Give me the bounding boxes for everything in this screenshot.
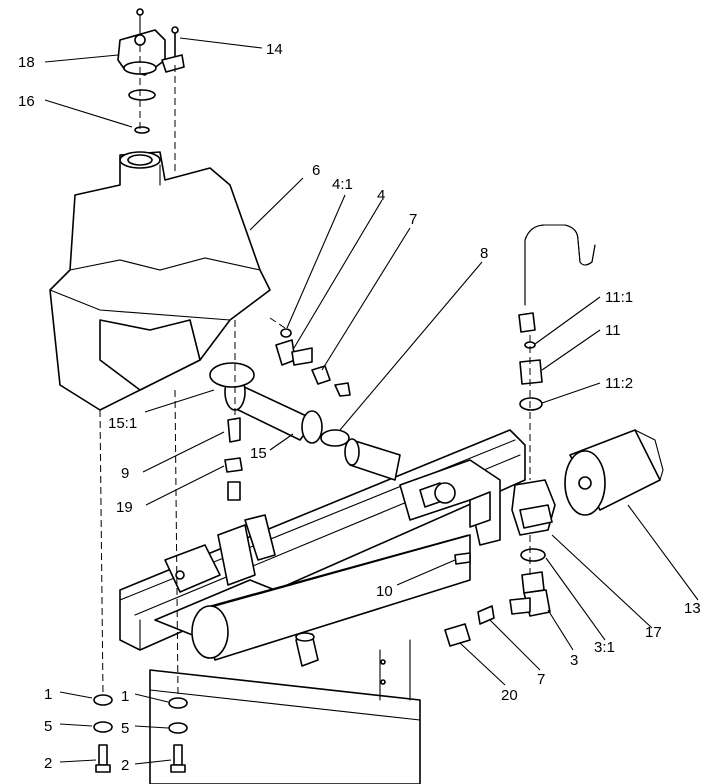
elbow-fitting: [509, 571, 551, 617]
hose-clamp: [320, 429, 350, 447]
drain-valve: [224, 417, 243, 501]
assembly-center-lines: [99, 45, 531, 696]
lower-frame: [149, 639, 421, 784]
fuel-fitting: [275, 328, 351, 397]
callout-9: 9: [121, 465, 129, 482]
fuel-hose: [344, 438, 401, 481]
callout-2-right: 2: [121, 757, 129, 774]
callout-14: 14: [266, 41, 283, 58]
callout-4: 4: [377, 187, 385, 204]
tank-cap: [117, 8, 166, 76]
callout-2-left: 2: [44, 755, 52, 772]
callout-5-right: 5: [121, 720, 129, 737]
callout-19: 19: [116, 499, 133, 516]
callout-15: 15: [250, 445, 267, 462]
callout-1-right: 1: [121, 688, 129, 705]
callout-6: 6: [312, 162, 320, 179]
callout-20: 20: [501, 687, 518, 704]
bolt-10: [454, 552, 471, 565]
cross-tube: [191, 534, 471, 667]
callout-16: 16: [18, 93, 35, 110]
clamp-and-cap: [444, 605, 495, 647]
callout-10: 10: [376, 583, 393, 600]
callout-11-2: 11:2: [605, 375, 633, 392]
fastener-stack-right: [168, 697, 188, 773]
callout-11: 11: [605, 322, 621, 339]
gasket: [128, 89, 156, 134]
callout-18: 18: [18, 54, 35, 71]
callout-17: 17: [645, 624, 662, 641]
callout-11-1: 11:1: [605, 289, 633, 306]
callout-8: 8: [480, 245, 488, 262]
callout-labels: 18 14 16 6 4:1 4 7 8 11:1 11 11:2 15:1 1…: [18, 41, 701, 774]
callout-4-1: 4:1: [332, 176, 353, 193]
callout-7-upper: 7: [409, 211, 417, 228]
callout-7-lower: 7: [537, 671, 545, 688]
fitting-11: [519, 341, 543, 411]
callout-3-1: 3:1: [594, 639, 615, 656]
callout-13: 13: [684, 600, 701, 617]
filter-adapter: [511, 479, 556, 562]
callout-5-left: 5: [44, 718, 52, 735]
fastener-stack-left: [93, 694, 113, 773]
fuel-filter-sleeve: [209, 362, 323, 444]
callout-1-left: 1: [44, 686, 52, 703]
fuel-tank: [49, 151, 271, 411]
vent-bolt: [161, 26, 185, 73]
callout-3: 3: [570, 652, 578, 669]
oil-filter: [564, 429, 664, 516]
callout-15-1: 15:1: [108, 415, 137, 432]
leader-lines: [44, 37, 699, 765]
fuel-tube: [518, 224, 596, 333]
